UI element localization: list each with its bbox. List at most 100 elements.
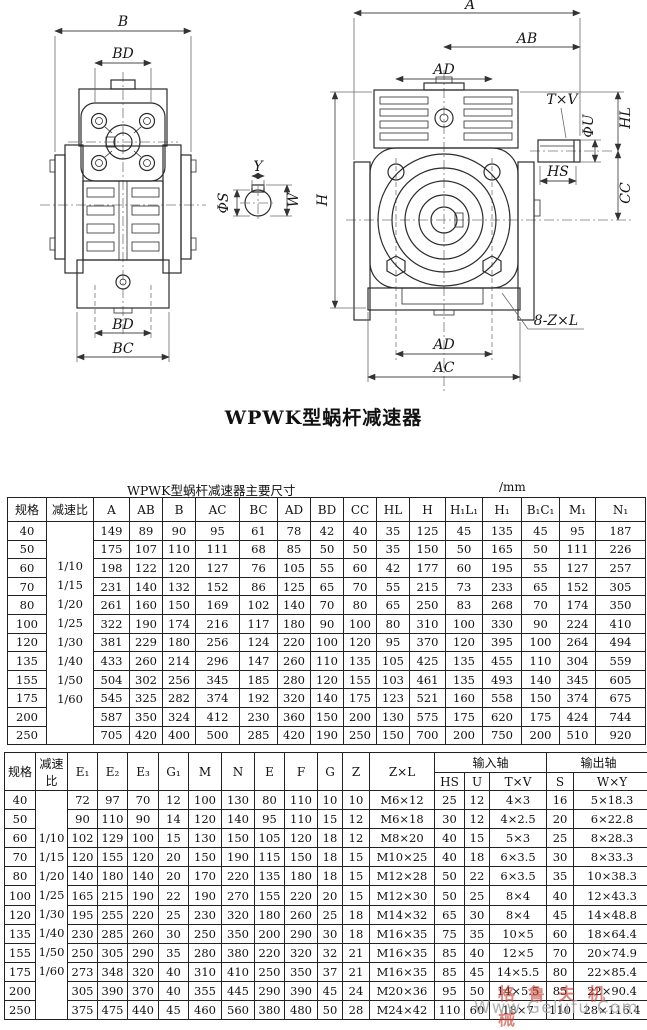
output-shaft-group-header: 输出轴 bbox=[547, 753, 647, 773]
value-cell: M16×35 bbox=[370, 924, 435, 943]
value-cell: 150 bbox=[222, 829, 255, 848]
value-cell: 50 bbox=[344, 540, 377, 559]
value-cell: 215 bbox=[410, 577, 446, 596]
value-cell: 290 bbox=[255, 981, 285, 1000]
value-cell: 50 bbox=[446, 540, 483, 559]
value-cell: 12 bbox=[465, 810, 490, 829]
value-cell: 85 bbox=[278, 540, 311, 559]
value-cell: 390 bbox=[285, 981, 318, 1000]
value-cell: 95 bbox=[255, 810, 285, 829]
value-cell: 150 bbox=[377, 726, 410, 745]
value-cell: M20×36 bbox=[370, 981, 435, 1000]
value-cell: 744 bbox=[596, 707, 646, 726]
value-cell: 160 bbox=[446, 689, 483, 708]
column-header: Z bbox=[343, 753, 370, 791]
value-cell: M12×28 bbox=[370, 867, 435, 886]
column-header: BC bbox=[240, 498, 278, 522]
value-cell: 320 bbox=[128, 962, 159, 981]
value-cell: 10 bbox=[343, 791, 370, 810]
value-cell: 330 bbox=[483, 614, 522, 633]
value-cell: 750 bbox=[483, 726, 522, 745]
value-cell: 22×90.4 bbox=[574, 981, 647, 1000]
value-cell: 230 bbox=[68, 924, 98, 943]
value-cell: 320 bbox=[278, 689, 311, 708]
value-cell: 410 bbox=[222, 962, 255, 981]
value-cell: 155 bbox=[344, 670, 377, 689]
value-cell: 28 bbox=[343, 1001, 370, 1020]
value-cell: 135 bbox=[344, 652, 377, 671]
value-cell: 78 bbox=[278, 522, 311, 541]
value-cell: 10×5 bbox=[490, 924, 547, 943]
value-cell: 70 bbox=[344, 577, 377, 596]
column-header: HL bbox=[377, 498, 410, 522]
value-cell: 40 bbox=[159, 981, 189, 1000]
value-cell: 174 bbox=[163, 614, 196, 633]
spec-cell: 70 bbox=[5, 848, 36, 867]
value-cell: 445 bbox=[222, 981, 255, 1000]
value-cell: 102 bbox=[240, 596, 278, 615]
value-cell: 8×4 bbox=[490, 905, 547, 924]
value-cell: 305 bbox=[596, 577, 646, 596]
value-cell: 30 bbox=[318, 924, 343, 943]
column-header: H₁ bbox=[483, 498, 522, 522]
dim-8zl-label: 8-Z×L bbox=[534, 313, 578, 329]
value-cell: 110 bbox=[98, 810, 128, 829]
value-cell: 169 bbox=[196, 596, 240, 615]
value-cell: 85 bbox=[435, 962, 465, 981]
value-cell: 545 bbox=[94, 689, 130, 708]
value-cell: 175 bbox=[522, 707, 560, 726]
value-cell: 45 bbox=[465, 962, 490, 981]
value-cell: 122 bbox=[130, 559, 163, 578]
value-cell: 180 bbox=[255, 905, 285, 924]
value-cell: 170 bbox=[189, 867, 222, 886]
column-header: E₂ bbox=[98, 753, 128, 791]
value-cell: 177 bbox=[410, 559, 446, 578]
column-header: HS bbox=[435, 773, 465, 791]
column-header: B bbox=[163, 498, 196, 522]
spec-cell: 250 bbox=[8, 726, 47, 745]
value-cell: 127 bbox=[560, 559, 596, 578]
column-header: M₁ bbox=[560, 498, 596, 522]
value-cell: 45 bbox=[547, 905, 574, 924]
value-cell: 4×3 bbox=[490, 791, 547, 810]
value-cell: 220 bbox=[128, 905, 159, 924]
value-cell: 350 bbox=[222, 924, 255, 943]
value-cell: 97 bbox=[98, 791, 128, 810]
column-header: AB bbox=[130, 498, 163, 522]
value-cell: M16×35 bbox=[370, 943, 435, 962]
value-cell: 105 bbox=[278, 559, 311, 578]
value-cell: M24×42 bbox=[370, 1001, 435, 1020]
value-cell: 175 bbox=[344, 689, 377, 708]
value-cell: 25 bbox=[318, 905, 343, 924]
value-cell: 107 bbox=[130, 540, 163, 559]
table-header-row: 规格 减速比 A AB B AC BC AD BD CC HL H H₁L₁ H… bbox=[8, 498, 646, 522]
value-cell: 305 bbox=[98, 943, 128, 962]
column-header: 规格 bbox=[5, 753, 36, 791]
value-cell: 20 bbox=[547, 810, 574, 829]
value-cell: 72 bbox=[68, 791, 98, 810]
dim-ab-label: AB bbox=[515, 31, 537, 47]
value-cell: 35 bbox=[377, 522, 410, 541]
value-cell: 14×5.5 bbox=[490, 981, 547, 1000]
value-cell: 521 bbox=[410, 689, 446, 708]
value-cell: 40 bbox=[344, 522, 377, 541]
column-header: E₁ bbox=[68, 753, 98, 791]
value-cell: 261 bbox=[94, 596, 130, 615]
value-cell: 320 bbox=[222, 905, 255, 924]
value-cell: 195 bbox=[68, 905, 98, 924]
dim-hl-label: HL bbox=[618, 107, 634, 130]
value-cell: M8×20 bbox=[370, 829, 435, 848]
value-cell: 304 bbox=[560, 652, 596, 671]
spec-cell: 250 bbox=[5, 1001, 36, 1020]
value-cell: 90 bbox=[522, 614, 560, 633]
value-cell: 18 bbox=[318, 867, 343, 886]
value-cell: 150 bbox=[410, 540, 446, 559]
spec-cell: 80 bbox=[8, 596, 47, 615]
value-cell: 380 bbox=[222, 943, 255, 962]
